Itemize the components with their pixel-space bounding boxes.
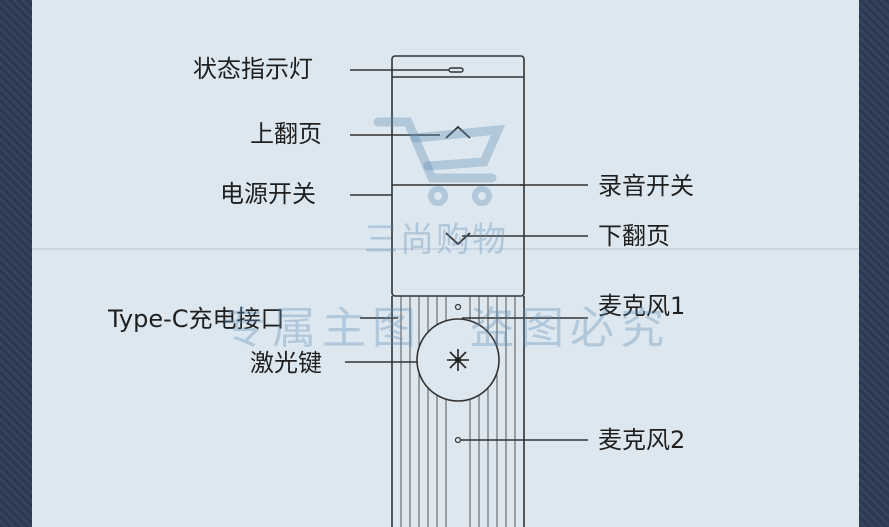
label-typec: Type-C充电接口 — [108, 305, 285, 333]
status-light — [448, 67, 464, 73]
label-power: 电源开关 — [220, 180, 316, 208]
label-status-light: 状态指示灯 — [193, 55, 313, 83]
mic2-hole — [454, 436, 462, 444]
chevron-up-icon — [445, 125, 471, 139]
label-mic2: 麦克风2 — [598, 426, 686, 454]
frame-right — [859, 0, 889, 527]
device-body — [391, 55, 525, 527]
chevron-down-icon — [445, 232, 471, 246]
mic1-hole — [454, 303, 462, 311]
shopping-cart-icon — [373, 117, 506, 206]
label-page-down: 下翻页 — [598, 222, 670, 250]
label-laser: 激光键 — [250, 349, 322, 377]
frame-left — [0, 0, 32, 527]
label-mic1: 麦克风1 — [598, 292, 686, 320]
label-page-up: 上翻页 — [250, 120, 322, 148]
label-record: 录音开关 — [598, 172, 694, 200]
laser-dot — [455, 357, 461, 363]
panel-seam — [32, 248, 859, 250]
